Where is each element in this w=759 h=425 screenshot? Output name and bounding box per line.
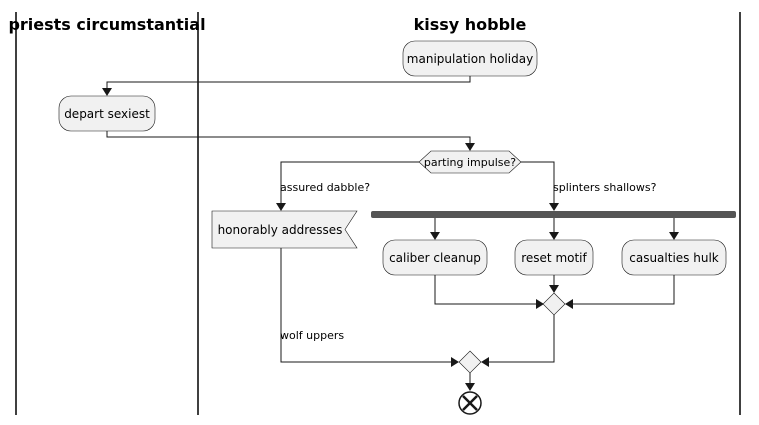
edge-label-assured-dabble: assured dabble? [280, 181, 370, 194]
node-manipulation-holiday-label: manipulation holiday [407, 52, 533, 66]
arrow-head-end [465, 383, 475, 391]
edge-manipulation-to-depart [106, 76, 471, 90]
edge-label-wolf-uppers: wolf uppers [280, 329, 344, 342]
node-honorably-addresses [211, 210, 358, 249]
arrow-head-fork [549, 203, 559, 211]
arrow-head-casualties [669, 232, 679, 240]
merge-diamond-final [458, 350, 482, 374]
arrow-head-caliber [430, 232, 440, 240]
arrow-head-merge-left [536, 299, 544, 309]
edge-depart-to-decision [106, 131, 471, 145]
edge-decision-right-branch [521, 161, 555, 205]
lane-title-kissy-hobble: kissy hobble [414, 15, 527, 34]
edge-decision-left-branch [280, 161, 419, 205]
arrow-head-reset [549, 232, 559, 240]
arrow-head-final-left [451, 357, 459, 367]
node-depart-sexiest-label: depart sexiest [64, 107, 150, 121]
node-casualties-hulk [621, 239, 727, 276]
lane-title-priests-circumstantial: priests circumstantial [8, 15, 205, 34]
fork-bar [371, 211, 736, 218]
node-reset-motif [514, 239, 594, 276]
edge-merge-to-final [489, 315, 555, 363]
merge-diamond-parallel [542, 292, 566, 316]
edge-caliber-to-merge [434, 275, 536, 305]
decision-parting-impulse [418, 150, 522, 174]
end-node-icon [458, 391, 482, 415]
arrow-head-final-right [481, 357, 489, 367]
node-caliber-cleanup-label: caliber cleanup [389, 251, 481, 265]
node-manipulation-holiday [402, 40, 538, 77]
arrow-head-decision [465, 143, 475, 151]
node-honorably-addresses-label: honorably addresses [218, 223, 343, 237]
edge-casualties-to-merge [573, 275, 675, 305]
arrow-head-depart [102, 88, 112, 96]
arrow-head-honorably [276, 203, 286, 211]
node-reset-motif-label: reset motif [521, 251, 587, 265]
node-depart-sexiest [58, 95, 156, 132]
edge-label-splinters-shallows: splinters shallows? [553, 181, 657, 194]
decision-parting-impulse-label: parting impulse? [424, 156, 516, 169]
node-caliber-cleanup [382, 239, 488, 276]
arrow-head-merge-right [565, 299, 573, 309]
arrow-head-merge-top [549, 285, 559, 293]
node-casualties-hulk-label: casualties hulk [629, 251, 719, 265]
edge-honorably-to-final [280, 248, 451, 363]
